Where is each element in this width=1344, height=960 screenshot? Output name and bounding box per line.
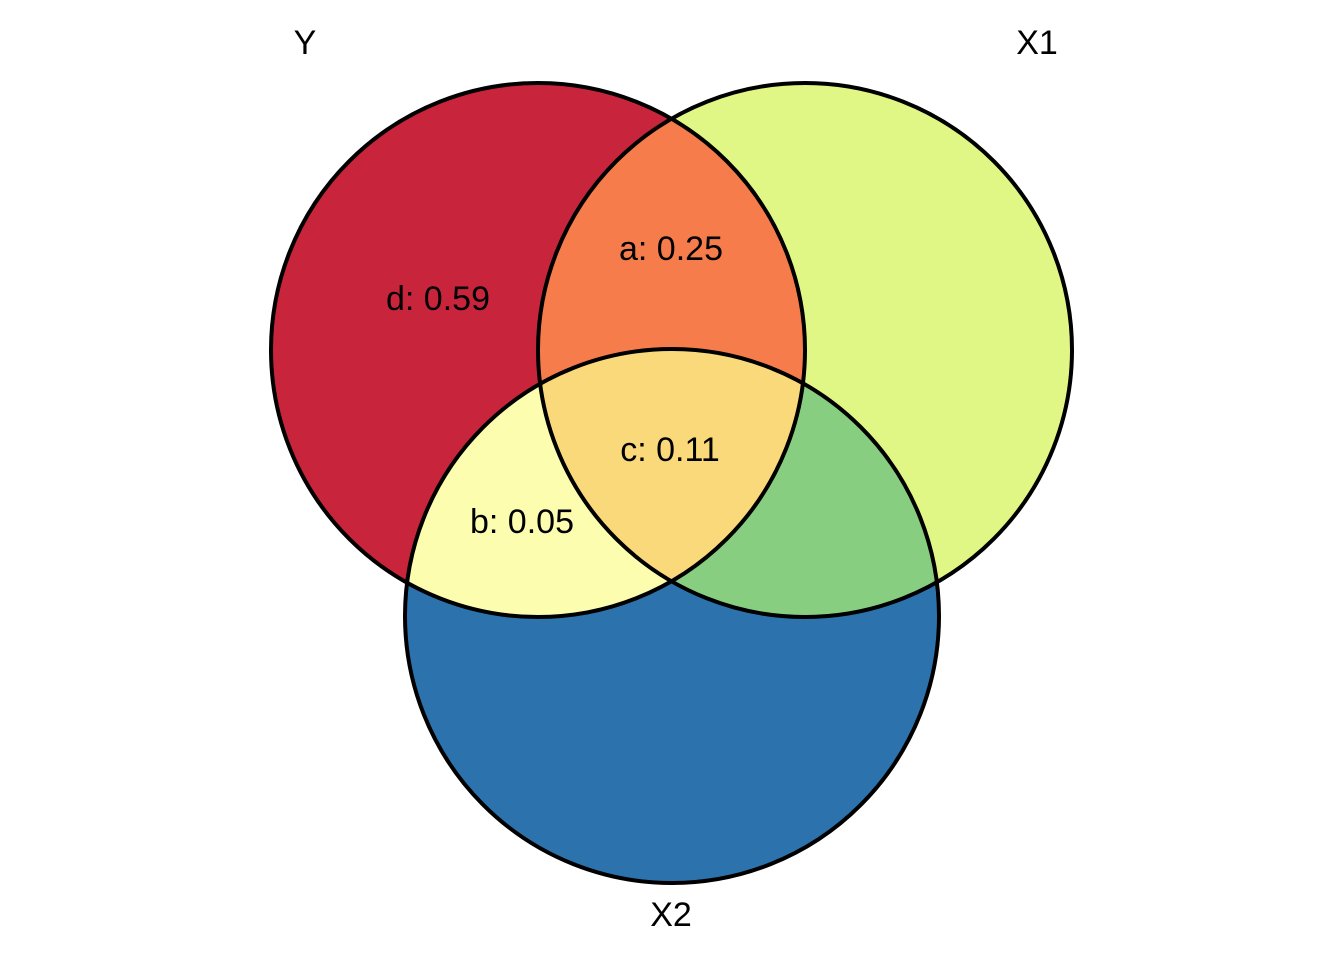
set-label-y: Y (294, 24, 317, 62)
region-label-c: c: 0.11 (620, 431, 720, 469)
circle-outline-x1 (536, 81, 1074, 619)
set-label-x2: X2 (650, 896, 692, 934)
circle-outline-x2 (403, 347, 941, 885)
region-label-d: d: 0.59 (386, 280, 490, 318)
region-label-b: b: 0.05 (470, 503, 574, 541)
region-label-a: a: 0.25 (619, 230, 723, 268)
set-label-x1: X1 (1016, 24, 1058, 62)
circle-outline-y (269, 81, 807, 619)
